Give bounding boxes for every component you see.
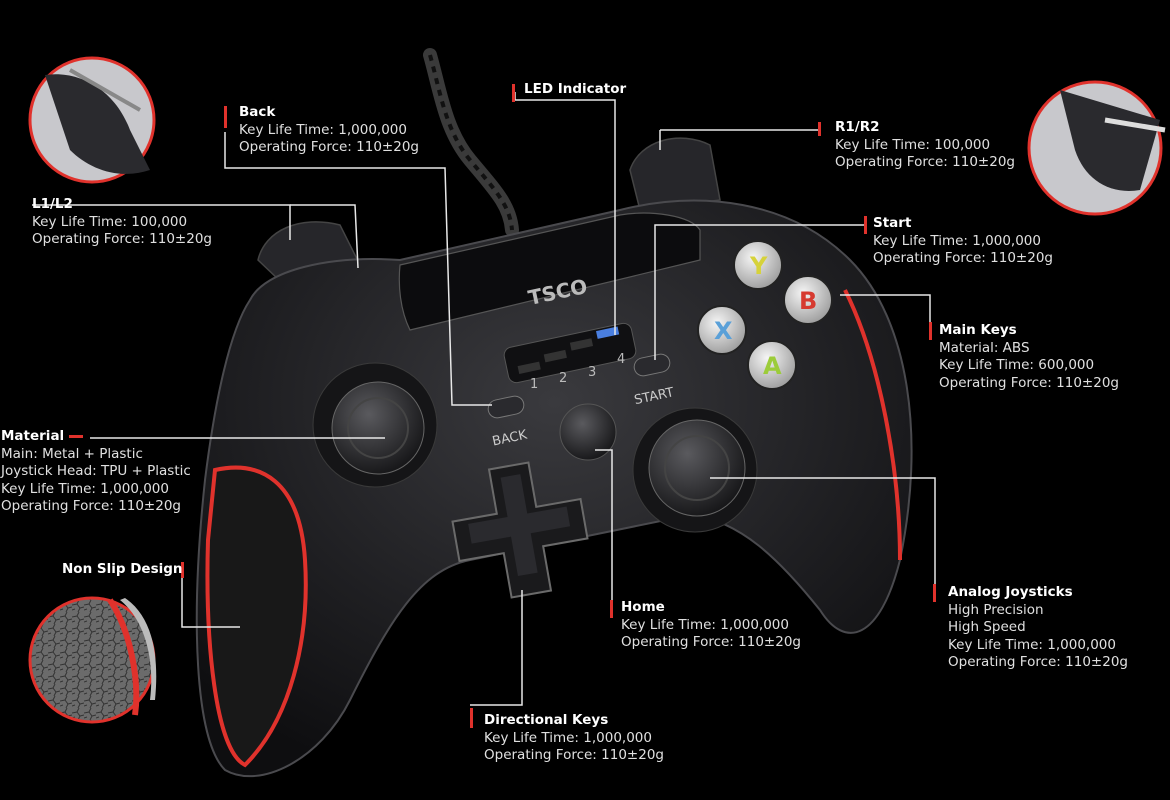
callout-line: Key Life Time: 1,000,000 bbox=[239, 121, 407, 138]
r1-bumper bbox=[629, 137, 721, 211]
start-button bbox=[633, 353, 671, 377]
tick-r1r2 bbox=[818, 122, 821, 136]
callout-line: Operating Force: 110±20g bbox=[939, 374, 1119, 391]
callout-line: Operating Force: 110±20g bbox=[948, 654, 1128, 670]
tick-back bbox=[224, 106, 227, 128]
svg-text:A: A bbox=[763, 352, 782, 380]
callout-line: Main: Metal + Plastic bbox=[1, 445, 143, 462]
led-number-3: 3 bbox=[588, 365, 596, 380]
callout-title: Home bbox=[621, 599, 665, 615]
callout-title: Material bbox=[1, 428, 65, 444]
led-strip bbox=[503, 322, 637, 384]
callout-line: Key Life Time: 1,000,000 bbox=[948, 636, 1116, 653]
callout-line: Operating Force: 110±20g bbox=[32, 231, 212, 247]
right-red-stripe bbox=[843, 289, 902, 561]
callout-led: LED Indicator bbox=[524, 81, 626, 99]
dpad bbox=[451, 461, 589, 599]
svg-text:Y: Y bbox=[749, 252, 768, 280]
callout-r1r2: R1/R2 Key Life Time: 100,000 Operating F… bbox=[835, 119, 1015, 172]
callout-line: Key Life Time: 1,000,000 bbox=[873, 232, 1041, 249]
leader-lines bbox=[32, 92, 936, 706]
callout-line: Key Life Time: 1,000,000 bbox=[621, 616, 789, 633]
callout-non-slip: Non Slip Design bbox=[62, 561, 183, 579]
callout-title: R1/R2 bbox=[835, 119, 880, 135]
callout-line: Operating Force: 110±20g bbox=[484, 747, 664, 763]
back-label: BACK bbox=[491, 427, 529, 449]
callout-line: Key Life Time: 100,000 bbox=[835, 136, 991, 153]
callout-line: Material: ABS bbox=[939, 339, 1030, 356]
callout-line: Key Life Time: 1,000,000 bbox=[484, 729, 652, 746]
tick-dpad bbox=[470, 708, 473, 728]
b-button bbox=[783, 275, 833, 325]
callout-line: High Precision bbox=[948, 601, 1044, 618]
callout-line: Key Life Time: 100,000 bbox=[32, 213, 188, 230]
top-panel bbox=[398, 212, 701, 331]
callout-line: Joystick Head: TPU + Plastic bbox=[1, 463, 191, 479]
svg-text:X: X bbox=[714, 317, 733, 345]
callout-title: Main Keys bbox=[939, 322, 1017, 338]
left-joystick-head bbox=[331, 381, 425, 475]
callout-line: Operating Force: 110±20g bbox=[239, 139, 419, 155]
home-button bbox=[559, 403, 617, 461]
tick-non-slip bbox=[181, 562, 184, 578]
callout-back: Back Key Life Time: 1,000,000 Operating … bbox=[239, 104, 419, 157]
tick-led bbox=[512, 84, 515, 102]
callout-material: Material Main: Metal + Plastic Joystick … bbox=[1, 428, 191, 516]
tick-main-keys bbox=[929, 322, 932, 340]
callout-title: Back bbox=[239, 104, 276, 120]
x-button bbox=[697, 305, 747, 355]
callout-title: Non Slip Design bbox=[62, 561, 183, 577]
tick-material bbox=[69, 435, 83, 438]
tick-start bbox=[864, 216, 867, 234]
right-joystick-head bbox=[648, 419, 746, 517]
zoom-grip-texture bbox=[28, 596, 157, 724]
led-number-1: 1 bbox=[530, 377, 538, 392]
zoom-l1-detail bbox=[28, 56, 156, 184]
callout-l1l2: L1/L2 Key Life Time: 100,000 Operating F… bbox=[32, 196, 212, 249]
tick-analog bbox=[933, 584, 936, 602]
callout-home: Home Key Life Time: 1,000,000 Operating … bbox=[621, 599, 801, 652]
svg-text:B: B bbox=[799, 287, 817, 315]
callout-title: LED Indicator bbox=[524, 81, 627, 97]
callout-line: Operating Force: 110±20g bbox=[621, 634, 801, 650]
callout-title: Analog Joysticks bbox=[948, 584, 1073, 600]
left-grip bbox=[205, 465, 308, 768]
callout-main-keys: Main Keys Material: ABS Key Life Time: 6… bbox=[939, 322, 1119, 392]
tick-home bbox=[610, 600, 613, 618]
callout-line: Key Life Time: 1,000,000 bbox=[1, 480, 169, 497]
led-number-4: 4 bbox=[617, 352, 625, 367]
led-number-2: 2 bbox=[559, 371, 567, 386]
zoom-r1-detail bbox=[1027, 80, 1166, 216]
callout-analog: Analog Joysticks High Precision High Spe… bbox=[948, 584, 1128, 672]
callout-line: Operating Force: 110±20g bbox=[835, 154, 1015, 170]
callout-line: Key Life Time: 600,000 bbox=[939, 357, 1095, 373]
callout-title: L1/L2 bbox=[32, 196, 73, 212]
callout-title: Directional Keys bbox=[484, 712, 609, 728]
callout-line: Operating Force: 110±20g bbox=[1, 498, 181, 514]
y-button bbox=[733, 240, 783, 290]
callout-line: High Speed bbox=[948, 619, 1026, 635]
usb-cable bbox=[423, 48, 519, 237]
callout-dpad: Directional Keys Key Life Time: 1,000,00… bbox=[484, 712, 664, 765]
callout-start: Start Key Life Time: 1,000,000 Operating… bbox=[873, 215, 1053, 268]
back-button bbox=[487, 395, 525, 419]
callout-line: Operating Force: 110±20g bbox=[873, 250, 1053, 266]
led-light bbox=[596, 326, 620, 339]
a-button bbox=[747, 340, 797, 390]
callout-title: Start bbox=[873, 215, 912, 231]
